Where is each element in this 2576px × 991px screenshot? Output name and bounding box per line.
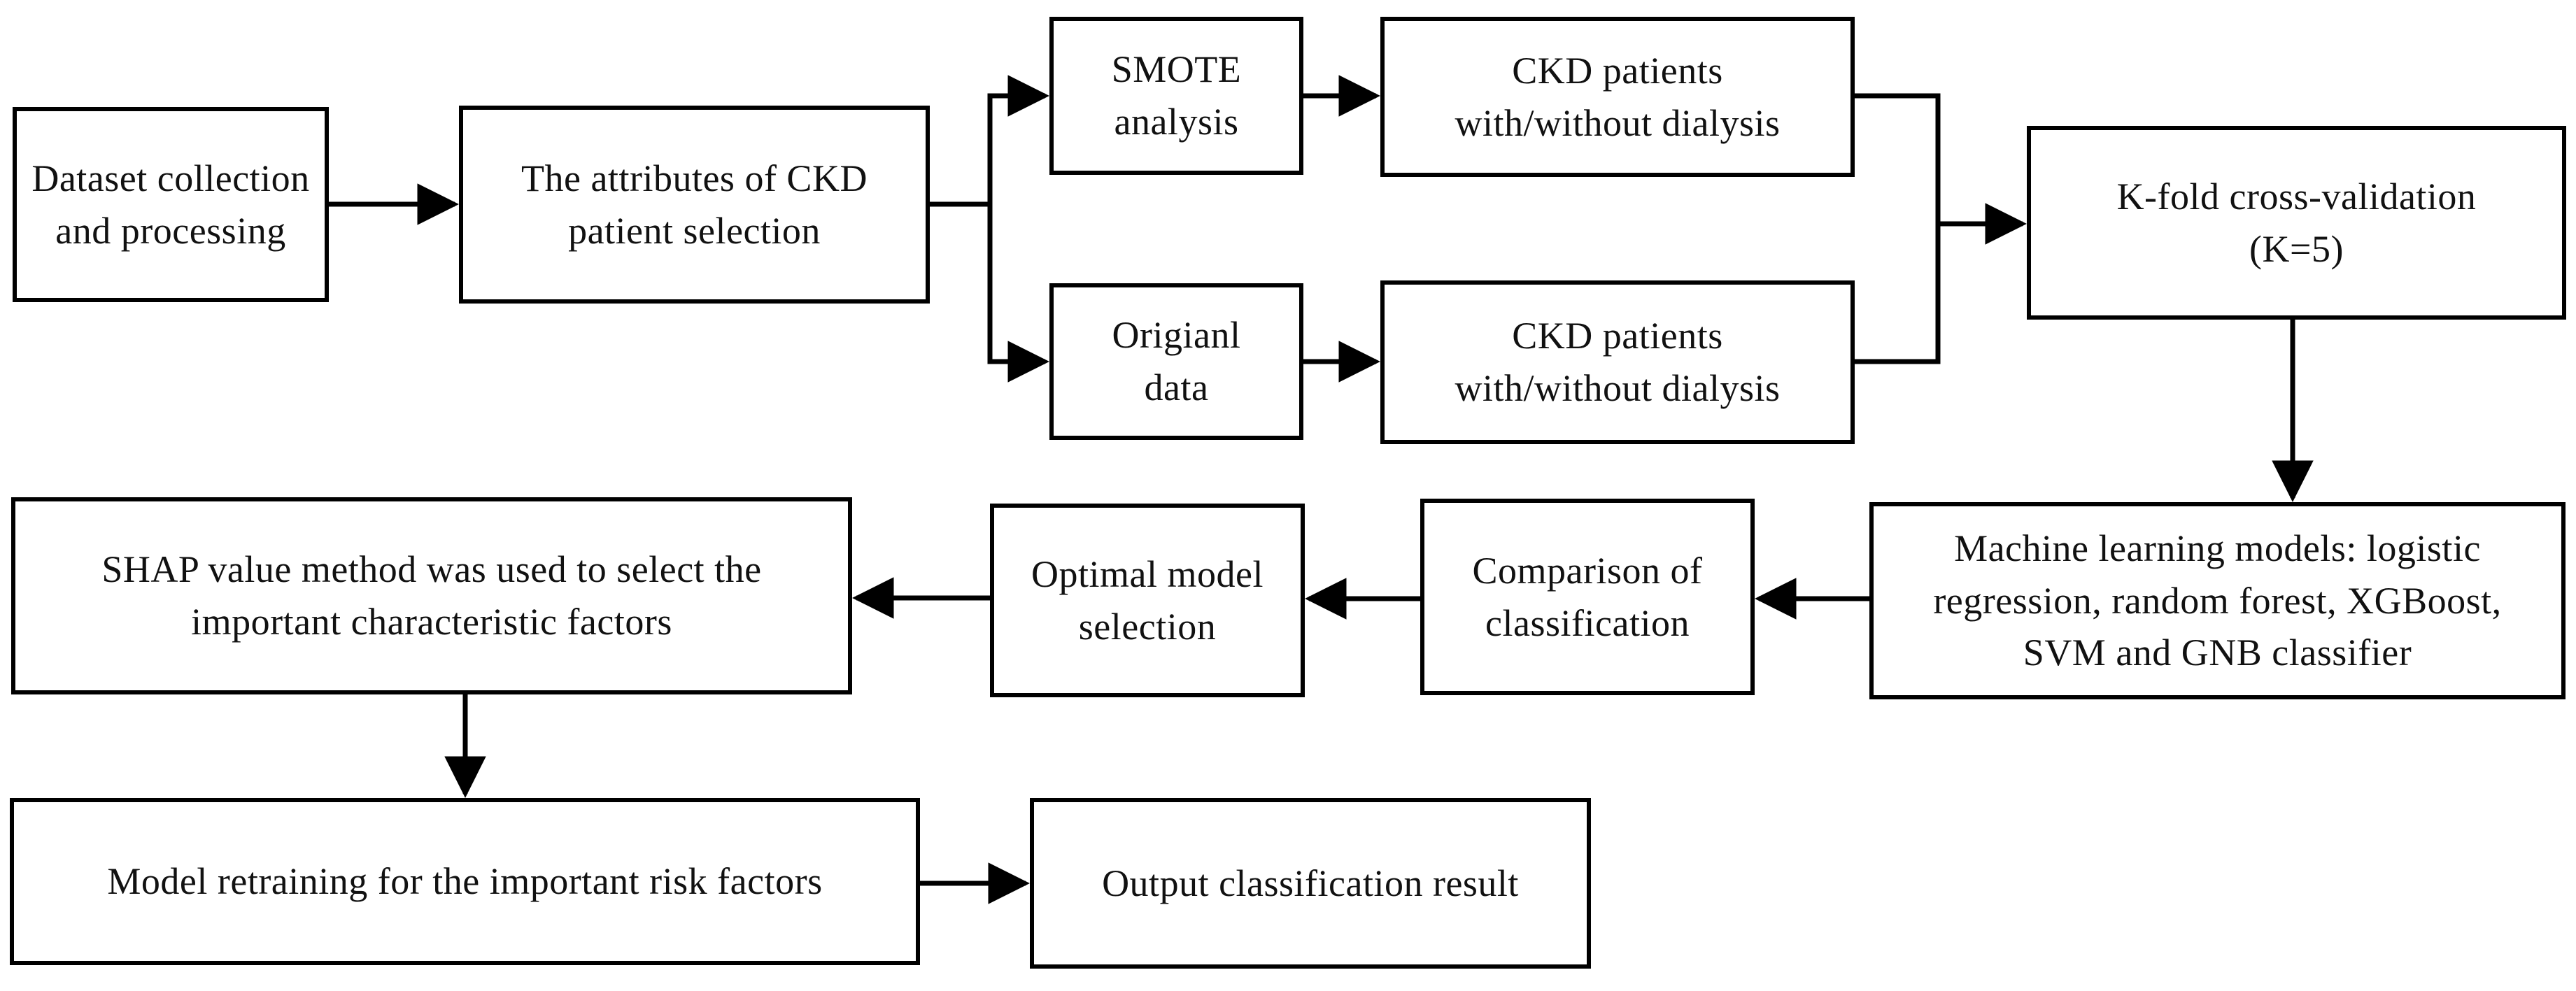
box-output-classification-result: Output classification result xyxy=(1030,798,1591,969)
box-model-retraining-label: Model retraining for the important risk … xyxy=(107,860,823,903)
box-output-classification-result-label: Output classification result xyxy=(1102,862,1519,904)
box-dataset-collection-label: Dataset collection and processing xyxy=(31,157,310,252)
box-comparison-classification: Comparison of classification xyxy=(1420,499,1755,695)
box-comparison-classification-label: Comparison of classification xyxy=(1472,549,1703,644)
box-kfold-cross-validation-label: K-fold cross-validation (K=5) xyxy=(2116,175,2477,270)
box-machine-learning-models-label: Machine learning models: logistic regres… xyxy=(1933,527,2502,674)
box-smote-analysis-label: SMOTE analysis xyxy=(1111,48,1242,143)
box-original-data: Origianl data xyxy=(1049,283,1303,440)
box-shap-value-method: SHAP value method was used to select the… xyxy=(11,497,852,694)
box-kfold-cross-validation: K-fold cross-validation (K=5) xyxy=(2027,126,2566,320)
box-smote-analysis: SMOTE analysis xyxy=(1049,17,1303,175)
box-shap-value-method-label: SHAP value method was used to select the… xyxy=(101,548,762,643)
box-ckd-attributes-selection: The attributes of CKD patient selection xyxy=(459,106,930,304)
box-original-data-label: Origianl data xyxy=(1112,314,1241,408)
box-optimal-model-selection: Optimal model selection xyxy=(990,504,1305,697)
box-ckd-patients-original: CKD patients with/without dialysis xyxy=(1380,280,1855,444)
box-machine-learning-models: Machine learning models: logistic regres… xyxy=(1869,502,2566,699)
box-dataset-collection: Dataset collection and processing xyxy=(13,107,329,302)
box-ckd-patients-original-label: CKD patients with/without dialysis xyxy=(1455,315,1781,409)
box-optimal-model-selection-label: Optimal model selection xyxy=(1031,552,1264,648)
box-ckd-patients-smote-label: CKD patients with/without dialysis xyxy=(1455,49,1781,144)
box-model-retraining: Model retraining for the important risk … xyxy=(10,798,920,965)
box-ckd-patients-smote: CKD patients with/without dialysis xyxy=(1380,17,1855,177)
box-ckd-attributes-selection-label: The attributes of CKD patient selection xyxy=(521,157,868,252)
